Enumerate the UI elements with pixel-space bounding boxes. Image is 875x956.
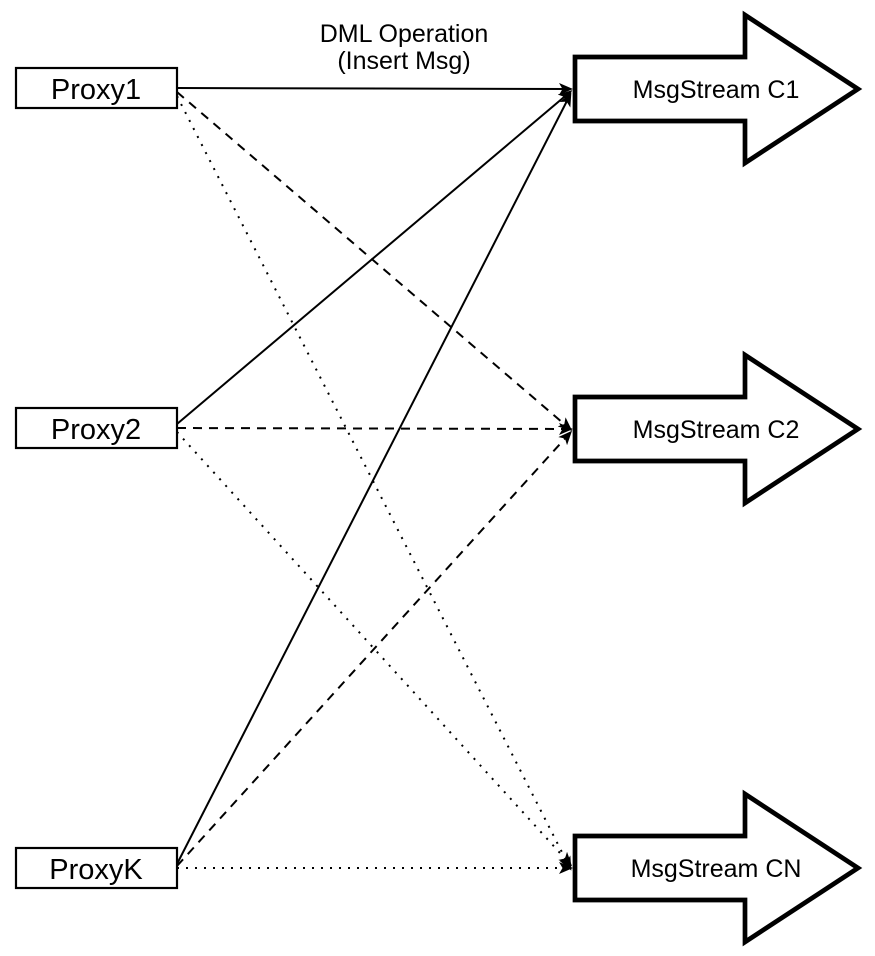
edge-proxy1-to-c2 bbox=[176, 91, 573, 431]
proxyk-box bbox=[14, 846, 179, 890]
edge-proxyk-to-c1 bbox=[176, 92, 572, 865]
msgstream-c1-arrow bbox=[572, 10, 863, 168]
edge-proxy1-to-cn bbox=[176, 95, 572, 871]
edge-proxyk-to-c2 bbox=[176, 430, 573, 867]
proxy2-box bbox=[14, 406, 179, 450]
msgstream-c2-arrow bbox=[572, 350, 863, 508]
proxy2-label: Proxy2 bbox=[51, 414, 141, 446]
edge-proxy2-to-c2 bbox=[176, 422, 573, 435]
proxy1-label: Proxy1 bbox=[51, 74, 141, 106]
proxy1-box bbox=[14, 66, 179, 110]
msgstream-c2-label: MsgStream C2 bbox=[633, 416, 800, 444]
edge-proxy2-to-cn bbox=[176, 431, 573, 867]
edge-proxy1-to-c1 bbox=[176, 82, 573, 95]
diagram-title-line2: (Insert Msg) bbox=[337, 47, 470, 75]
msgstream-cn-arrow bbox=[572, 789, 863, 947]
msgstream-c1-label: MsgStream C1 bbox=[633, 76, 800, 104]
edge-proxy2-to-c1 bbox=[176, 90, 573, 425]
msgstream-cn-label: MsgStream CN bbox=[631, 855, 802, 883]
diagram-title-line1: DML Operation bbox=[320, 20, 489, 48]
proxyk-label: ProxyK bbox=[49, 854, 143, 886]
